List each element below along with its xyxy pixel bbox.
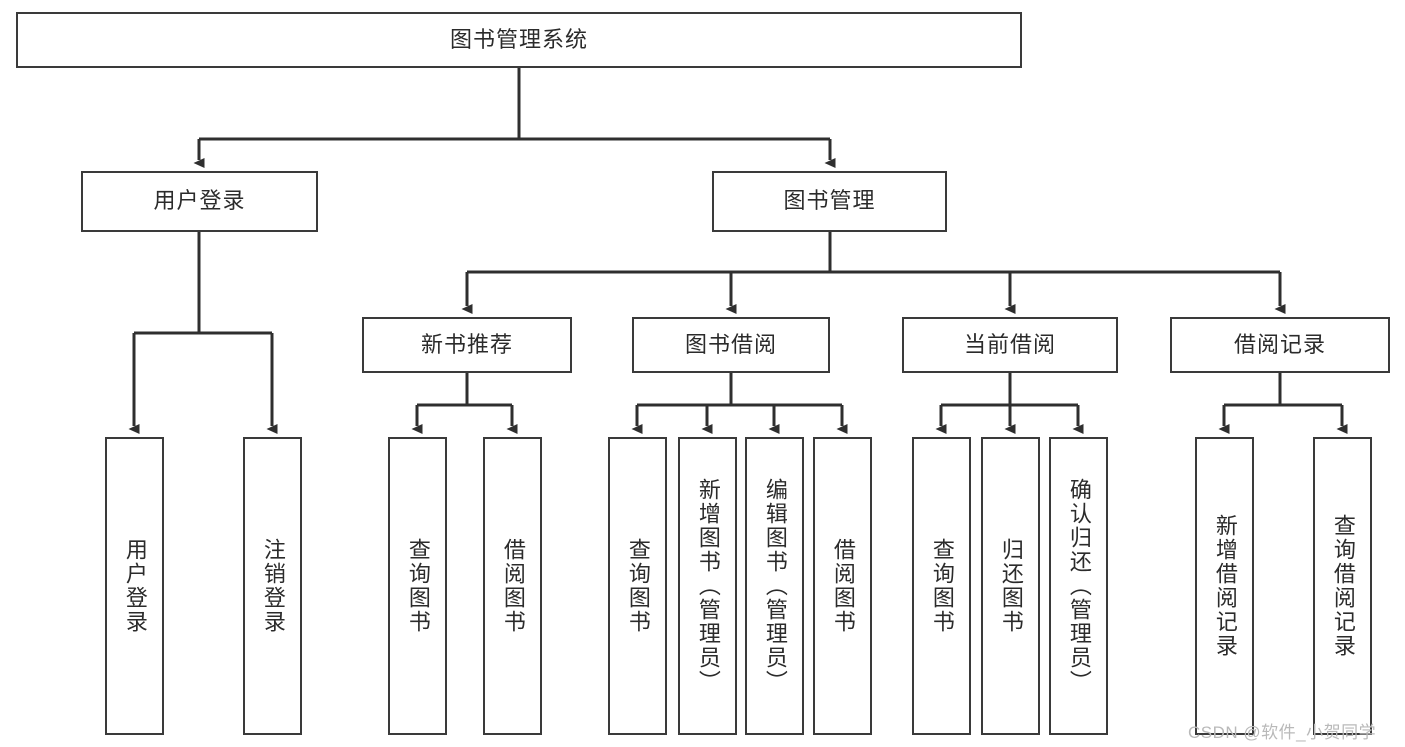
node-book-borrow[interactable]: 图书借阅: [632, 317, 830, 373]
leaf-edit-book-admin-label: 编辑图书（管理员）: [762, 478, 788, 694]
leaf-query-book-current[interactable]: 查询图书: [912, 437, 971, 735]
node-new-book-recommend[interactable]: 新书推荐: [362, 317, 572, 373]
leaf-return-book-label: 归还图书: [998, 538, 1024, 634]
leaf-add-book-admin[interactable]: 新增图书（管理员）: [678, 437, 737, 735]
leaf-borrow-book-recommend-label: 借阅图书: [500, 538, 526, 634]
leaf-confirm-return-admin-label: 确认归还（管理员）: [1066, 478, 1092, 694]
leaf-confirm-return-admin[interactable]: 确认归还（管理员）: [1049, 437, 1108, 735]
node-current-borrow-label: 当前借阅: [963, 331, 1056, 357]
leaf-query-book-recommend-label: 查询图书: [405, 538, 431, 634]
leaf-borrow-book-recommend[interactable]: 借阅图书: [483, 437, 542, 735]
leaf-query-book-borrow[interactable]: 查询图书: [608, 437, 667, 735]
leaf-borrow-book[interactable]: 借阅图书: [813, 437, 872, 735]
node-book-borrow-label: 图书借阅: [684, 331, 777, 357]
leaf-query-book-current-label: 查询图书: [929, 538, 955, 634]
leaf-add-borrow-record[interactable]: 新增借阅记录: [1195, 437, 1254, 735]
leaf-query-book-borrow-label: 查询图书: [625, 538, 651, 634]
node-book-management[interactable]: 图书管理: [712, 171, 947, 232]
node-root-label: 图书管理系统: [449, 26, 588, 52]
leaf-user-login[interactable]: 用户登录: [105, 437, 164, 735]
leaf-logout[interactable]: 注销登录: [243, 437, 302, 735]
node-book-management-label: 图书管理: [783, 188, 876, 214]
watermark: CSDN @软件_小贺同学: [1188, 723, 1377, 742]
leaf-logout-label: 注销登录: [260, 538, 286, 634]
leaf-query-borrow-record-label: 查询借阅记录: [1330, 514, 1356, 658]
node-user-login[interactable]: 用户登录: [81, 171, 318, 232]
leaf-add-borrow-record-label: 新增借阅记录: [1212, 514, 1238, 658]
leaf-user-login-label: 用户登录: [122, 538, 148, 634]
node-borrow-record[interactable]: 借阅记录: [1170, 317, 1390, 373]
leaf-query-book-recommend[interactable]: 查询图书: [388, 437, 447, 735]
leaf-return-book[interactable]: 归还图书: [981, 437, 1040, 735]
leaf-add-book-admin-label: 新增图书（管理员）: [695, 478, 721, 694]
node-user-login-label: 用户登录: [153, 188, 246, 214]
leaf-borrow-book-label: 借阅图书: [830, 538, 856, 634]
node-root[interactable]: 图书管理系统: [16, 12, 1022, 68]
node-current-borrow[interactable]: 当前借阅: [902, 317, 1118, 373]
node-new-book-recommend-label: 新书推荐: [420, 331, 513, 357]
node-borrow-record-label: 借阅记录: [1233, 331, 1326, 357]
leaf-edit-book-admin[interactable]: 编辑图书（管理员）: [745, 437, 804, 735]
leaf-query-borrow-record[interactable]: 查询借阅记录: [1313, 437, 1372, 735]
